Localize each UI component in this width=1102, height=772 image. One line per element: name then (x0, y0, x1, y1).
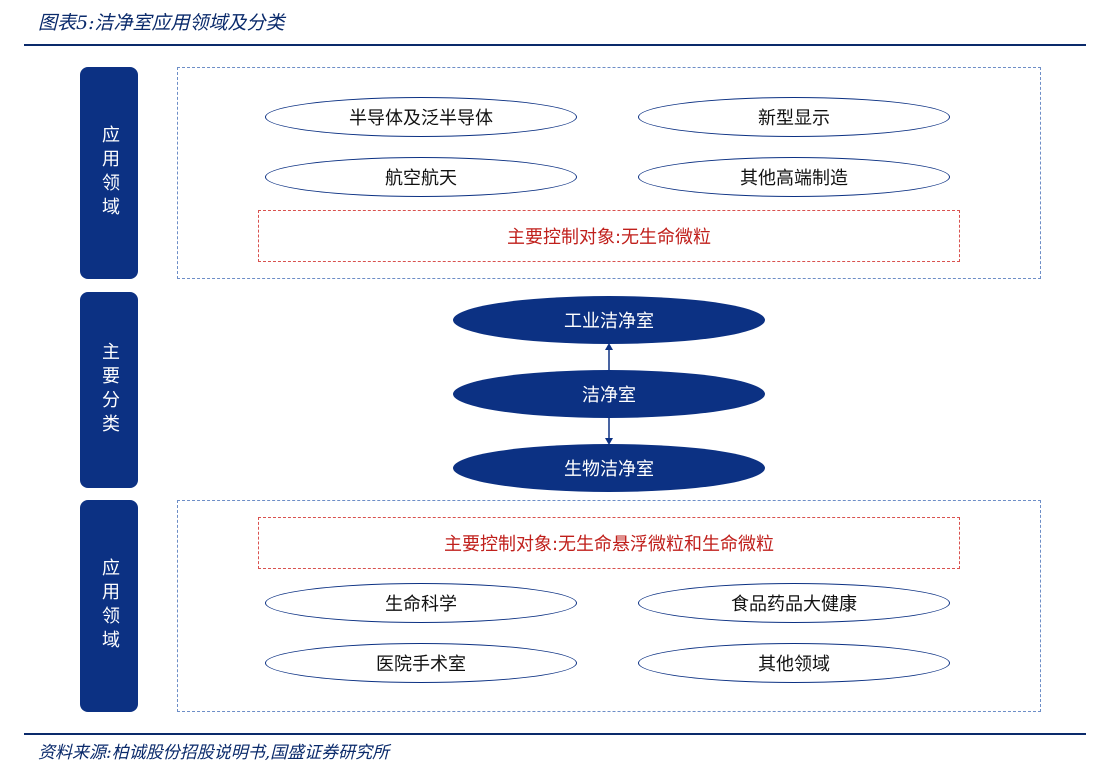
side-label-top-text: 应用领域 (99, 125, 120, 221)
bottom-application-group (177, 500, 1041, 712)
field-food-drug-health: 食品药品大健康 (638, 583, 950, 623)
side-label-bottom: 应用领域 (80, 500, 138, 712)
bottom-control-object: 主要控制对象:无生命悬浮微粒和生命微粒 (258, 517, 960, 569)
field-semiconductor: 半导体及泛半导体 (265, 97, 577, 137)
arrow-up-icon (605, 343, 613, 370)
side-label-middle-text: 主要分类 (99, 342, 120, 438)
side-label-bottom-text: 应用领域 (99, 558, 120, 654)
figure-title: 图表5:洁净室应用领域及分类 (38, 12, 285, 34)
cleanroom: 洁净室 (453, 370, 765, 418)
field-other-manufacturing: 其他高端制造 (638, 157, 950, 197)
footer-rule (24, 733, 1086, 735)
biological-cleanroom: 生物洁净室 (453, 444, 765, 492)
field-new-display: 新型显示 (638, 97, 950, 137)
side-label-middle: 主要分类 (80, 292, 138, 488)
arrow-down-icon (605, 418, 613, 445)
field-life-science: 生命科学 (265, 583, 577, 623)
field-other: 其他领域 (638, 643, 950, 683)
source-note: 资料来源:柏诚股份招股说明书,国盛证券研究所 (38, 743, 390, 763)
field-aerospace: 航空航天 (265, 157, 577, 197)
field-operating-room: 医院手术室 (265, 643, 577, 683)
header-rule (24, 44, 1086, 46)
industrial-cleanroom: 工业洁净室 (453, 296, 765, 344)
top-control-object: 主要控制对象:无生命微粒 (258, 210, 960, 262)
side-label-top: 应用领域 (80, 67, 138, 279)
top-application-group (177, 67, 1041, 279)
